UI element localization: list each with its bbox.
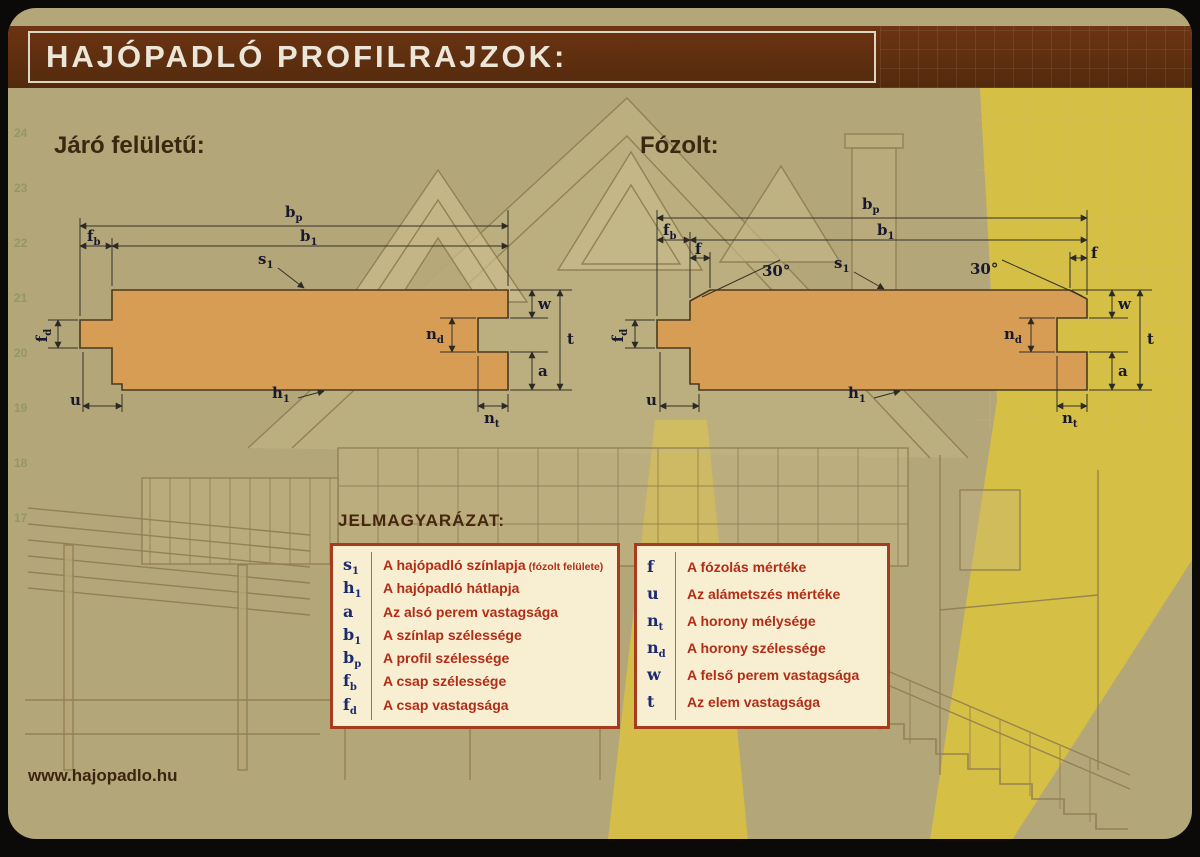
legend-symbol: u <box>647 584 659 604</box>
dim-label-w-left: w <box>538 295 551 313</box>
legend-row: b1 A színlap szélessége <box>343 625 607 647</box>
dim-label-b1-left: b1 <box>300 227 318 248</box>
legend-symbol: f <box>647 557 654 577</box>
legend-description: A hajópadló hátlapja <box>383 580 520 597</box>
dim-label-bp-left: bp <box>285 203 303 224</box>
header-grid-texture <box>880 26 1192 88</box>
legend: s1 A hajópadló színlapja(fózolt felülete… <box>330 543 890 729</box>
legend-row: a Az alsó perem vastagsága <box>343 602 607 624</box>
legend-description: A csap szélessége <box>383 673 507 690</box>
legend-row: f A fózolás mértéke <box>647 557 877 579</box>
dim-label-h1-right: h1 <box>848 384 866 405</box>
legend-symbol: s1 <box>343 555 359 578</box>
legend-heading: JELMAGYARÁZAT: <box>338 511 506 530</box>
legend-symbol: h1 <box>343 578 362 601</box>
dim-label-s1-right: s1 <box>834 254 850 275</box>
legend-description: A hajópadló színlapja(fózolt felülete) <box>383 557 604 573</box>
legend-row: fd A csap vastagsága <box>343 695 607 717</box>
legend-row: nt A horony mélysége <box>647 611 877 633</box>
dim-label-t-left: t <box>567 330 574 348</box>
legend-row: fb A csap szélessége <box>343 671 607 693</box>
legend-symbol: nt <box>647 611 664 634</box>
section-label-jaro: Járó felületű: <box>54 132 205 159</box>
dim-label-bp-right: bp <box>862 195 880 216</box>
dim-label-angle-b: 30° <box>970 260 999 278</box>
dim-label-f-right-a: f <box>695 240 702 258</box>
dim-label-f-right-b: f <box>1091 244 1098 262</box>
legend-description: A színlap szélessége <box>383 626 522 643</box>
legend-description: A horony szélessége <box>687 640 826 657</box>
header-bar: HAJÓPADLÓ PROFILRAJZOK: <box>8 26 1192 88</box>
dim-label-a-right: a <box>1118 362 1128 380</box>
ruler-number: 17 <box>14 511 28 525</box>
ruler-number: 18 <box>14 456 28 470</box>
dim-label-nd-left: nd <box>426 325 444 346</box>
ruler-number: 20 <box>14 346 28 360</box>
legend-description: A fózolás mértéke <box>687 559 807 576</box>
dim-label-angle-a: 30° <box>762 262 791 280</box>
legend-box-left: s1 A hajópadló színlapja(fózolt felülete… <box>330 543 620 729</box>
dim-label-fd-left: fd <box>33 328 55 343</box>
legend-row: nd A horony szélessége <box>647 638 877 660</box>
section-label-fozolt: Fózolt: <box>640 132 719 159</box>
legend-row: u Az alámetszés mértéke <box>647 584 877 606</box>
legend-symbol: fb <box>343 671 357 694</box>
ruler-number: 23 <box>14 181 28 195</box>
dim-label-fb-right: fb <box>663 221 677 242</box>
poster-canvas: HAJÓPADLÓ PROFILRAJZOK: 24 23 22 21 20 1… <box>8 8 1192 839</box>
legend-row: w A felső perem vastagsága <box>647 665 877 687</box>
dim-label-w-right: w <box>1118 295 1131 313</box>
legend-description: A csap vastagsága <box>383 696 509 713</box>
dim-label-fd-right: fd <box>609 328 631 343</box>
ruler-number: 22 <box>14 236 28 250</box>
legend-box-right: f A fózolás mértéke u Az alámetszés mért… <box>634 543 890 729</box>
page-title: HAJÓPADLÓ PROFILRAJZOK: <box>46 39 568 74</box>
yellow-wedge-right <box>930 88 1192 839</box>
legend-symbol: bp <box>343 648 362 671</box>
dim-label-s1-left: s1 <box>258 250 274 271</box>
dim-label-a-left: a <box>538 362 548 380</box>
legend-symbol: w <box>647 665 661 685</box>
ruler-number: 24 <box>14 126 28 140</box>
legend-description: Az alsó perem vastagsága <box>383 603 559 620</box>
legend-symbol: a <box>343 601 354 621</box>
title-box: HAJÓPADLÓ PROFILRAJZOK: <box>28 31 876 83</box>
dim-label-nt-right: nt <box>1062 409 1078 430</box>
legend-symbol: t <box>647 692 655 712</box>
dim-label-nd-right: nd <box>1004 325 1022 346</box>
dim-label-u-right: u <box>646 391 657 409</box>
dim-label-t-right: t <box>1147 330 1154 348</box>
legend-row: h1 A hajópadló hátlapja <box>343 578 607 600</box>
legend-symbol: fd <box>343 694 357 717</box>
legend-description: A profil szélessége <box>383 650 510 667</box>
legend-symbol: b1 <box>343 624 362 648</box>
legend-description: A felső perem vastagsága <box>687 667 860 684</box>
ruler-number: 19 <box>14 401 28 415</box>
legend-symbol: nd <box>647 638 666 661</box>
dim-label-nt-left: nt <box>484 409 500 430</box>
ruler-number: 21 <box>14 291 28 305</box>
legend-row: t Az elem vastagsága <box>647 692 877 714</box>
dim-label-u-left: u <box>70 391 81 409</box>
legend-description: A horony mélysége <box>687 613 816 630</box>
legend-description: Az elem vastagsága <box>687 694 821 711</box>
legend-row: bp A profil szélessége <box>343 648 607 670</box>
footer-url: www.hajopadlo.hu <box>28 766 178 785</box>
legend-description: Az alámetszés mértéke <box>687 586 841 603</box>
legend-row: s1 A hajópadló színlapja(fózolt felülete… <box>343 555 607 577</box>
dim-label-h1-left: h1 <box>272 384 290 405</box>
dim-label-b1-right: b1 <box>877 221 895 242</box>
dim-label-fb-left: fb <box>87 227 101 248</box>
